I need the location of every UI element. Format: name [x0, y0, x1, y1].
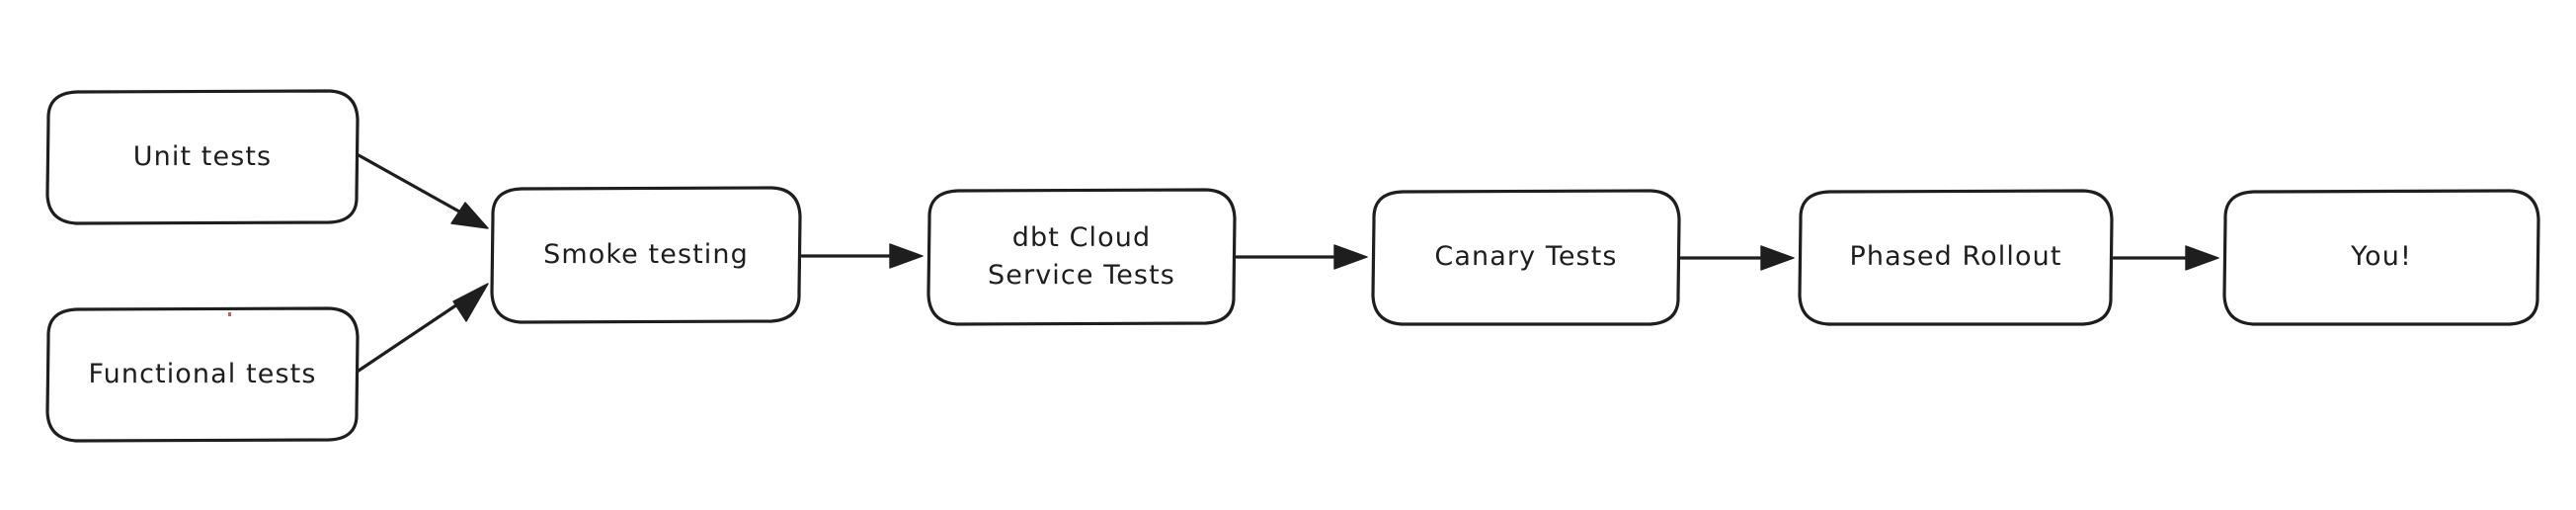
node-shape-dbt-cloud-service-tests[interactable] [926, 188, 1237, 326]
node-shape-unit-tests[interactable] [45, 89, 360, 225]
node-shape-phased-rollout[interactable] [1798, 189, 2114, 326]
edge-canary-to-phased [1679, 245, 1795, 271]
edge-functional-to-smoke [357, 283, 489, 373]
stray-marker-dot [228, 312, 231, 316]
node-shape-smoke-testing[interactable] [490, 186, 802, 324]
edge-unit-to-smoke [357, 153, 489, 229]
edge-smoke-to-dbt [800, 243, 924, 269]
node-shape-you[interactable] [2222, 189, 2540, 326]
edge-phased-to-you [2112, 245, 2219, 271]
node-shape-functional-tests[interactable] [45, 306, 360, 443]
node-shape-canary-tests[interactable] [1371, 189, 1681, 326]
edge-dbt-to-canary [1235, 244, 1368, 270]
